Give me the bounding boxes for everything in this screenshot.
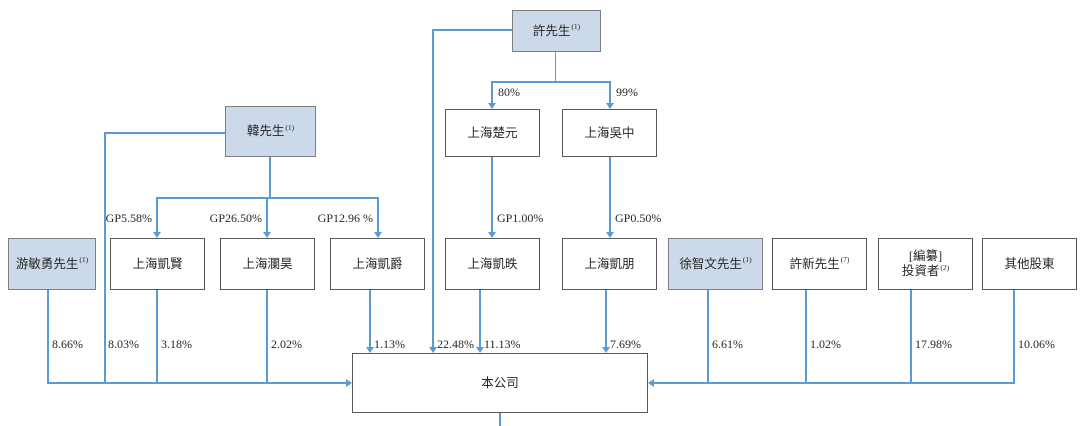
- node-label: 許新先生(7): [789, 255, 850, 271]
- pct-kaidie-company: 11.13%: [484, 337, 521, 351]
- node-shanghai-kaidie: 上海凱昳: [445, 238, 540, 290]
- node-other-shareholders: 其他股東: [982, 238, 1077, 290]
- node-the-company: 本公司: [352, 353, 648, 413]
- arrowhead-company-right: [648, 379, 654, 387]
- connector-kaipeng-down: [605, 290, 607, 347]
- node-shanghai-kaipeng: 上海凱朋: [562, 238, 657, 290]
- node-label: 上海凱爵: [352, 256, 403, 271]
- node-label: 韓先生(1): [246, 122, 295, 138]
- pct-xu-wuzhong: 99%: [616, 85, 638, 99]
- connector-left-bus: [47, 382, 347, 384]
- arrowhead-lanhao: [263, 232, 271, 238]
- node-shanghai-wuzhong: 上海吳中: [562, 109, 657, 157]
- pct-xu-company: 22.48%: [437, 337, 474, 351]
- connector-xu-stub: [554, 52, 557, 82]
- connector-right-bus: [654, 382, 1015, 384]
- connector-xuxin-down: [805, 290, 807, 383]
- footnote-sup: (1): [285, 122, 295, 132]
- footnote-sup: (1): [742, 255, 752, 265]
- pct-xu-chuyuan: 80%: [498, 85, 520, 99]
- node-label: 徐智文先生(1): [679, 255, 752, 271]
- node-label: 上海楚元: [467, 125, 518, 140]
- node-mr-han: 韓先生(1): [225, 106, 316, 157]
- pct-investors-company: 17.98%: [915, 337, 952, 351]
- pct-gp-kaipeng: GP0.50%: [615, 211, 662, 225]
- pct-kaixian-company: 3.18%: [161, 337, 192, 351]
- node-label-line2: 投資者(2): [901, 262, 950, 278]
- connector-xu-split: [491, 81, 611, 83]
- arrowhead-company-kaipeng: [602, 347, 610, 353]
- node-label: 上海凱朋: [584, 256, 635, 271]
- arrowhead-kaipeng: [606, 232, 614, 238]
- node-shanghai-lanhao: 上海瀾昊: [220, 238, 315, 290]
- footnote-sup: (2): [940, 262, 950, 272]
- node-redacted-investors: [編纂] 投資者(2): [878, 238, 973, 290]
- node-label: 上海吳中: [584, 125, 635, 140]
- pct-gp-kaidie: GP1.00%: [497, 211, 544, 225]
- footnote-sup: (1): [79, 255, 89, 265]
- node-mr-you-minyong: 游敏勇先生(1): [8, 238, 96, 290]
- pct-kaijue-company: 1.13%: [374, 337, 405, 351]
- connector-to-kaijue: [377, 197, 379, 232]
- node-shanghai-kaijue: 上海凱爵: [330, 238, 425, 290]
- connector-kaixian-down: [156, 290, 158, 383]
- node-label-line1: [編纂]: [908, 249, 943, 263]
- connector-to-chuyuan: [491, 81, 493, 103]
- node-label: 上海凱昳: [467, 256, 518, 271]
- arrowhead-company-kaijue: [366, 347, 374, 353]
- connector-to-kaixian: [156, 197, 158, 232]
- node-label: 其他股東: [1004, 256, 1055, 271]
- node-label: 許先生(1): [532, 22, 581, 38]
- node-shanghai-kaixian: 上海凱賢: [110, 238, 205, 290]
- connector-xu-company: [432, 29, 434, 347]
- connector-kaijue-down: [369, 290, 371, 347]
- pct-gp-kaixian: GP5.58%: [105, 211, 152, 225]
- connector-you-down: [47, 290, 49, 383]
- pct-other-company: 10.06%: [1018, 337, 1055, 351]
- pct-gp-kaijue: GP12.96 %: [317, 211, 373, 225]
- connector-han-left: [104, 132, 226, 134]
- connector-investors-down: [910, 290, 912, 383]
- connector-wuzhong-gp: [609, 157, 611, 232]
- pct-xuzhiwen-company: 6.61%: [712, 337, 743, 351]
- pct-lanhao-company: 2.02%: [271, 337, 302, 351]
- connector-lanhao-down: [266, 290, 268, 383]
- connector-han-stub: [269, 157, 271, 198]
- node-mr-xu-zhiwen: 徐智文先生(1): [668, 238, 763, 290]
- arrowhead-wuzhong: [606, 103, 614, 109]
- connector-kaidie-down: [479, 290, 481, 347]
- pct-han-company: 8.03%: [108, 337, 139, 351]
- connector-xu-left: [432, 29, 513, 31]
- node-mr-xu: 許先生(1): [512, 10, 601, 52]
- arrowhead-kaijue: [374, 232, 382, 238]
- pct-you-company: 8.66%: [52, 337, 83, 351]
- connector-xuzhiwen-down: [707, 290, 709, 383]
- node-label: 本公司: [481, 375, 519, 390]
- footnote-sup: (7): [840, 255, 850, 265]
- node-mr-xu-xin: 許新先生(7): [772, 238, 867, 290]
- node-label: 上海凱賢: [132, 256, 183, 271]
- connector-to-wuzhong: [609, 81, 611, 103]
- pct-xuxin-company: 1.02%: [810, 337, 841, 351]
- footnote-sup: (1): [571, 22, 581, 32]
- pct-gp-lanhao: GP26.50%: [209, 211, 262, 225]
- arrowhead-chuyuan: [488, 103, 496, 109]
- node-shanghai-chuyuan: 上海楚元: [445, 109, 540, 157]
- arrowhead-kaidie: [488, 232, 496, 238]
- pct-kaipeng-company: 7.69%: [610, 337, 641, 351]
- connector-to-lanhao: [266, 197, 268, 232]
- connector-other-down: [1013, 290, 1015, 383]
- arrowhead-company-xu: [429, 347, 437, 353]
- connector-chuyuan-gp: [491, 157, 493, 232]
- node-label: 游敏勇先生(1): [15, 255, 89, 271]
- arrowhead-kaixian: [153, 232, 161, 238]
- arrowhead-company-kaidie: [476, 347, 484, 353]
- connector-han-company: [104, 132, 106, 383]
- node-label: 上海瀾昊: [242, 256, 293, 271]
- arrowhead-company-left: [346, 379, 352, 387]
- connector-company-stub: [499, 413, 501, 426]
